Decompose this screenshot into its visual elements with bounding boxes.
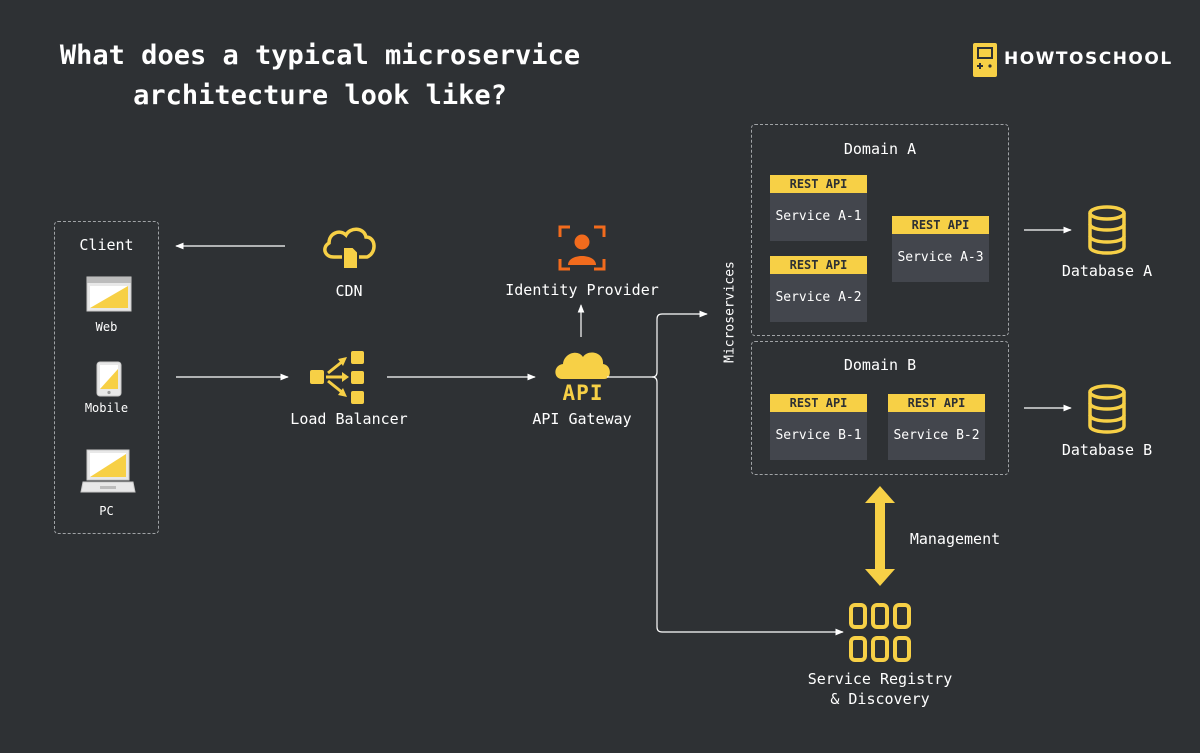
- service-name: Service A-1: [775, 209, 862, 224]
- database-b-label: Database B: [1061, 441, 1153, 459]
- title-line-1: What does a typical microservice: [59, 40, 581, 71]
- service-name: Service B-1: [775, 428, 862, 443]
- gameboy-icon: [973, 43, 997, 77]
- client-label: Client: [79, 236, 134, 254]
- laptop-icon: [80, 449, 136, 493]
- cdn-label: CDN: [335, 282, 363, 300]
- domain-a-label: Domain A: [843, 140, 917, 158]
- api-gateway-icon: [555, 352, 610, 379]
- identity-provider-label: Identity Provider: [505, 281, 659, 299]
- client-box: [54, 221, 159, 534]
- rest-api-tag: REST API: [888, 394, 985, 412]
- rest-api-tag: REST API: [892, 216, 989, 234]
- service-name: Service B-2: [893, 428, 980, 443]
- mobile-phone-icon: [96, 361, 122, 397]
- service-name: Service A-3: [897, 250, 984, 265]
- arrow-gateway-to-registry: [651, 376, 844, 636]
- registry-label-line-2: & Discovery: [830, 690, 930, 708]
- diagram-title: What does a typical microservice archite…: [40, 36, 600, 116]
- api-gateway-label: API Gateway: [532, 410, 632, 428]
- load-balancer-icon: [310, 351, 364, 404]
- api-gateway-icon-text: API: [562, 381, 604, 405]
- rest-api-tag: REST API: [770, 256, 867, 274]
- user-id-icon: [558, 225, 606, 271]
- cloud-file-icon: [323, 227, 376, 270]
- device-label-pc: PC: [99, 504, 114, 518]
- domain-a-box: [751, 124, 1009, 336]
- service-name: Service A-2: [775, 290, 862, 305]
- management-label: Management: [909, 530, 1001, 548]
- logo-text: HOWTOSCHOOL: [1004, 49, 1173, 69]
- service-b-1-card: REST API Service B-1: [770, 394, 867, 460]
- rest-api-tag: REST API: [770, 394, 867, 412]
- domain-b-label: Domain B: [843, 356, 917, 374]
- arrow-gateway-to-microservices: [607, 310, 708, 378]
- database-icon: [1088, 205, 1126, 255]
- rest-api-tag: REST API: [770, 175, 867, 193]
- web-browser-icon: [86, 276, 132, 312]
- service-a-3-card: REST API Service A-3: [892, 216, 989, 282]
- device-label-web: Web: [95, 320, 118, 334]
- device-label-mobile: Mobile: [84, 401, 129, 415]
- database-a-label: Database A: [1061, 262, 1153, 280]
- load-balancer-label: Load Balancer: [290, 410, 408, 428]
- registry-label-line-1: Service Registry: [807, 670, 953, 688]
- service-a-2-card: REST API Service A-2: [770, 256, 867, 322]
- service-b-2-card: REST API Service B-2: [888, 394, 985, 460]
- domain-b-box: [751, 341, 1009, 475]
- title-line-2: architecture look like?: [133, 80, 507, 111]
- double-arrow-icon: [865, 486, 895, 586]
- database-icon: [1088, 384, 1126, 434]
- registry-grid-icon: [849, 603, 911, 662]
- service-a-1-card: REST API Service A-1: [770, 175, 867, 241]
